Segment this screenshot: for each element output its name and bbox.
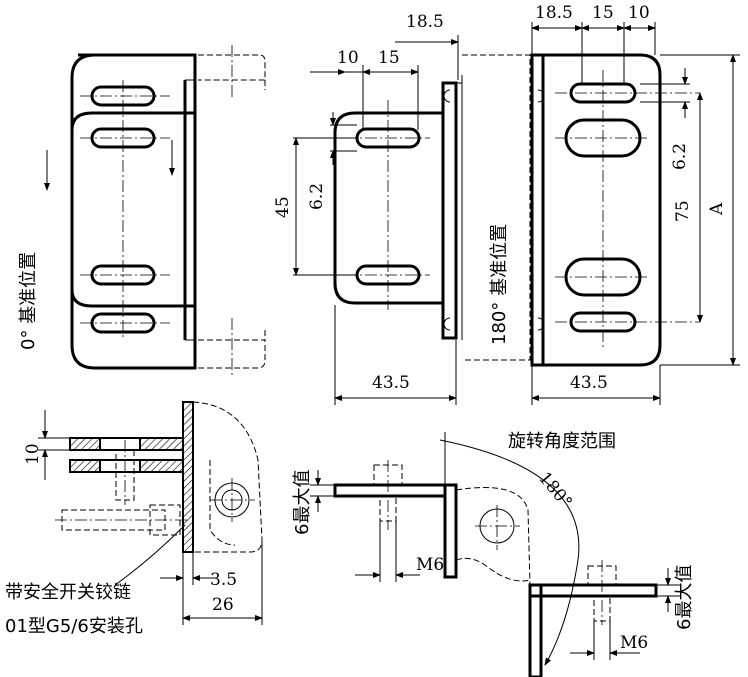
dim-6-2-middle: 6.2 [307, 183, 327, 210]
label-max-6-a: 6最大值 [292, 470, 313, 535]
dim-a: A [707, 202, 727, 216]
dim-10-left: 10 [23, 443, 43, 465]
dim-45: 45 [273, 196, 293, 218]
dim-m6-a: M6 [416, 555, 444, 575]
dim-6-2-right: 6.2 [670, 143, 690, 170]
dim-m6-b: M6 [620, 633, 648, 653]
view-side-section [38, 401, 263, 625]
note-line-2: 01型G5/6安装孔 [5, 616, 143, 637]
dim-18-5-middle: 18.5 [406, 12, 444, 32]
label-max-6-b: 6最大值 [674, 565, 695, 630]
dim-15-middle: 15 [378, 48, 400, 68]
label-zero-degree: 0° 基准位置 [18, 252, 39, 350]
note-line-1: 带安全开关铰链 [5, 582, 131, 603]
view-left-plate [44, 45, 266, 375]
label-180-degree: 180° 基准位置 [489, 224, 510, 345]
dim-43-5-middle: 43.5 [372, 373, 410, 393]
dim-3-5: 3.5 [210, 570, 237, 590]
view-right-plate [530, 22, 740, 405]
view-middle-bracket [293, 35, 531, 405]
dim-26: 26 [212, 595, 234, 615]
dim-43-5-right: 43.5 [570, 373, 608, 393]
dim-18-5-right: 18.5 [535, 3, 573, 23]
dim-10-right: 10 [628, 3, 650, 23]
view-rotation [310, 432, 680, 677]
angle-180: 180° [534, 468, 576, 512]
dim-10-middle: 10 [337, 48, 359, 68]
dim-75: 75 [673, 200, 693, 222]
dim-15-right: 15 [592, 3, 614, 23]
label-rotation-range: 旋转角度范围 [508, 431, 616, 452]
